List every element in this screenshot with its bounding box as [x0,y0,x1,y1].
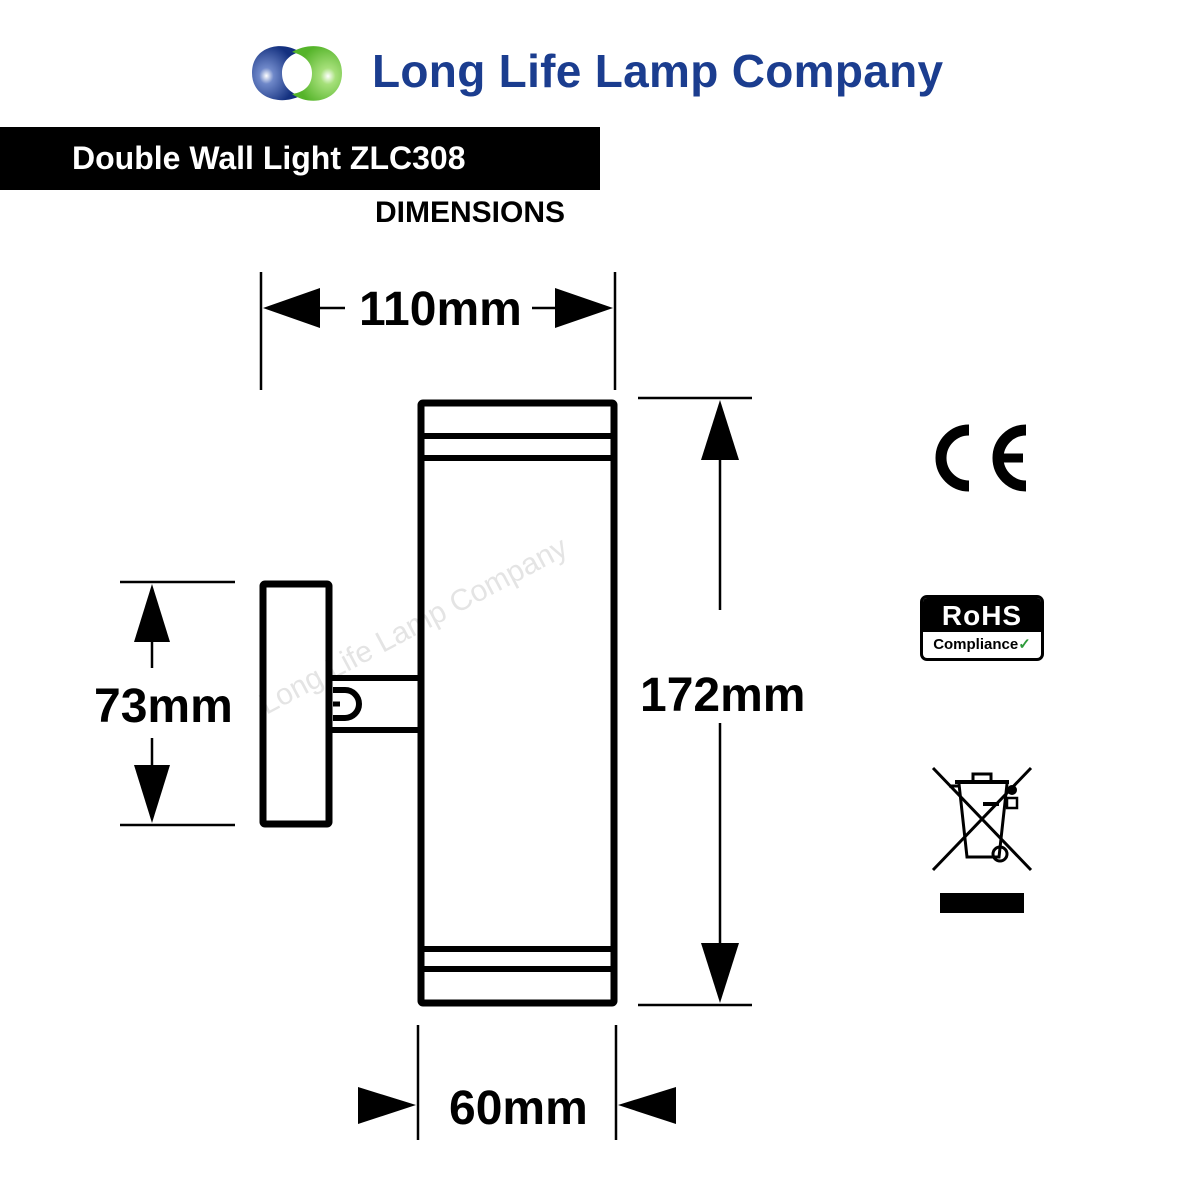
title-bar [0,127,600,190]
dimension-bracket-height: 73mm [94,679,233,734]
arrow-down-icon [134,765,170,823]
dimension-body-width: 60mm [449,1081,588,1136]
brand-name: Long Life Lamp Company [372,45,944,97]
crossed-out-wheelie-bin-icon [931,766,1033,913]
arrow-up-icon [701,400,739,460]
arrow-up-icon [134,584,170,642]
rohs-subtitle: Compliance [933,636,1019,653]
arrow-down-icon [701,943,739,1003]
checkmark-icon: ✓ [1018,636,1031,653]
dimension-height: 172mm [638,668,808,723]
rohs-compliance-badge: RoHS Compliance✓ [920,595,1044,661]
arrow-right-icon [555,288,613,328]
product-title: Double Wall Light ZLC308 [72,140,466,176]
ce-mark-icon [935,424,1027,492]
arrow-left-icon [618,1087,676,1124]
arrow-right-icon [358,1087,416,1124]
rohs-title: RoHS [923,598,1041,632]
dimension-overall-depth: 110mm [355,282,526,337]
lamp-body-outline [417,399,618,1007]
wall-bracket-outline [259,580,333,828]
arrow-left-icon [263,288,320,328]
section-subtitle: DIMENSIONS [375,196,566,229]
